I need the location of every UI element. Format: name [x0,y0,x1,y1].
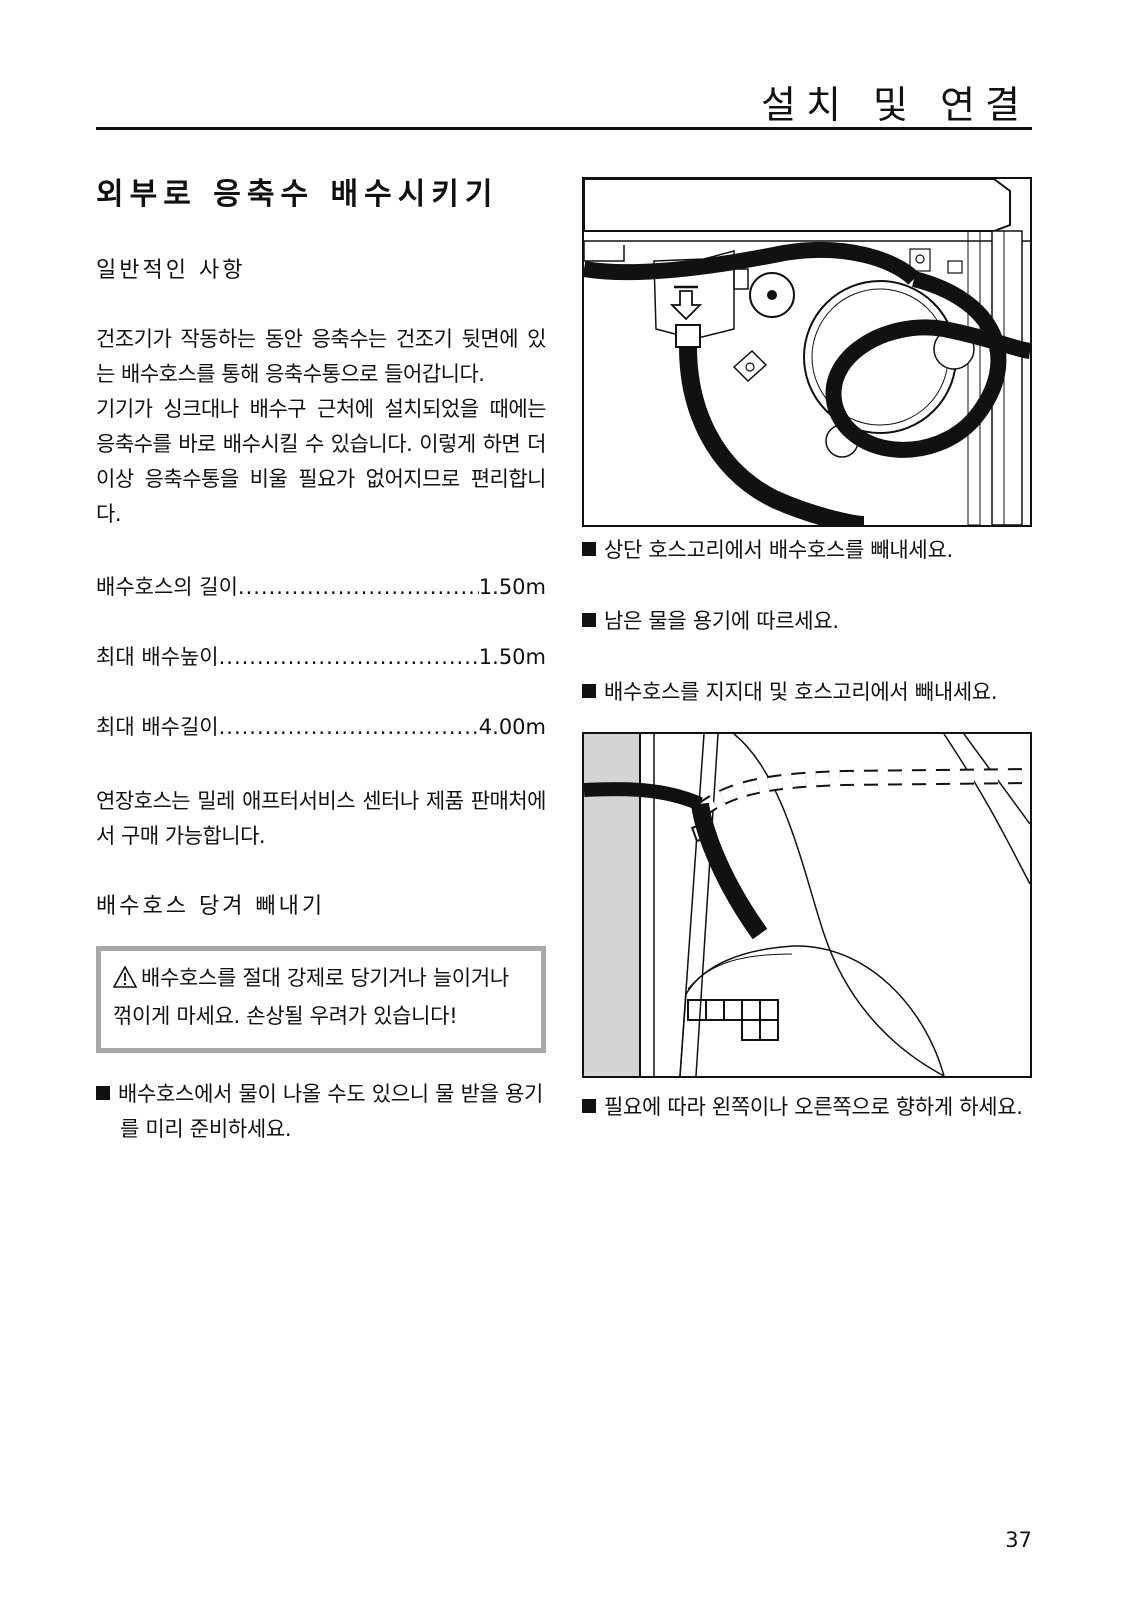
spec-label: 배수호스의 길이 [96,575,238,599]
dot-leader [219,710,479,744]
left-bullet-item: 배수호스에서 물이 나올 수도 있으니 물 받을 용기를 미리 준비하세요. [96,1077,546,1147]
hose-direction-illustration [582,732,1032,1078]
page-header-title: 설치 및 연결 [761,83,1030,127]
warning-box: 배수호스를 절대 강제로 당기거나 늘이거나 꺾이게 마세요. 손상될 우려가 … [96,946,546,1053]
dot-leader [238,570,479,604]
square-bullet-icon [582,684,596,698]
spec-value: 4.00m [478,715,546,739]
square-bullet-icon [582,1099,596,1113]
spec-label: 최대 배수높이 [96,645,219,669]
spec-row-max-height: 최대 배수높이 1.50m [96,640,546,674]
bullet-text: 배수호스를 지지대 및 호스고리에서 빼내세요. [604,680,998,704]
warning-triangle-icon [112,964,138,999]
intro-paragraph-2: 기기가 싱크대나 배수구 근처에 설치되었을 때에는 응축수를 바로 배수시킬 … [96,397,547,526]
right-column: 상단 호스고리에서 배수호스를 빼내세요. 남은 물을 용기에 따르세요. 배수… [582,177,1034,1125]
extension-note: 연장호스는 밀레 애프터서비스 센터나 제품 판매처에서 구매 가능합니다. [96,789,547,848]
warning-text: 배수호스를 절대 강제로 당기거나 늘이거나 꺾이게 마세요. 손상될 우려가 … [113,966,509,1028]
bullet-text: 필요에 따라 왼쪽이나 오른쪽으로 향하게 하세요. [604,1095,1023,1119]
spec-row-hose-length: 배수호스의 길이 1.50m [96,570,546,604]
section-title: 외부로 응축수 배수시키기 [96,177,499,212]
intro-paragraph-1: 건조기가 작동하는 동안 응축수는 건조기 뒷면에 있는 배수호스를 통해 응축… [96,327,547,386]
square-bullet-icon [582,542,596,556]
left-column: 외부로 응축수 배수시키기 일반적인 사항 건조기가 작동하는 동안 응축수는 … [96,170,547,1147]
right-bullet-item: 남은 물을 용기에 따르세요. [582,604,1034,639]
page-number: 37 [1005,1528,1032,1552]
spec-value: 1.50m [478,645,546,669]
square-bullet-icon [582,613,596,627]
right-bullet-item: 상단 호스고리에서 배수호스를 빼내세요. [582,533,1034,568]
pull-out-heading: 배수호스 당겨 빼내기 [96,894,326,919]
spec-row-max-length: 최대 배수길이 4.00m [96,710,546,744]
intro-text: 건조기가 작동하는 동안 응축수는 건조기 뒷면에 있는 배수호스를 통해 응축… [96,322,547,532]
hose-hook-illustration [582,177,1032,527]
right-bullet-item: 필요에 따라 왼쪽이나 오른쪽으로 향하게 하세요. [582,1090,1034,1125]
header-divider [96,127,1032,130]
square-bullet-icon [96,1086,110,1100]
dot-leader [219,640,479,674]
right-bullet-item: 배수호스를 지지대 및 호스고리에서 빼내세요. [582,675,1034,710]
bullet-text: 상단 호스고리에서 배수호스를 빼내세요. [604,538,953,562]
spec-label: 최대 배수길이 [96,715,219,739]
bullet-text: 배수호스에서 물이 나올 수도 있으니 물 받을 용기를 미리 준비하세요. [118,1082,544,1141]
spec-value: 1.50m [478,575,546,599]
general-heading: 일반적인 사항 [96,258,246,283]
bullet-text: 남은 물을 용기에 따르세요. [604,609,839,633]
